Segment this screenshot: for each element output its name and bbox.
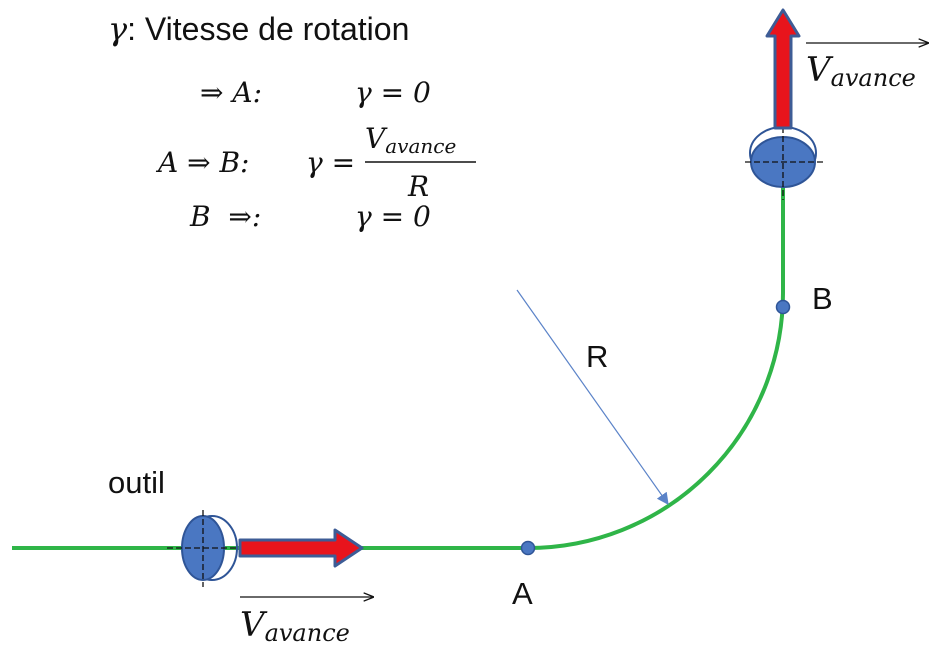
legend-row-3-eq: γ = 0 bbox=[355, 200, 431, 233]
legend-row-3-lhs: B ⇒: bbox=[189, 200, 261, 233]
feed-arrow-vertical bbox=[765, 8, 801, 130]
legend-row-1-lhs: ⇒ A: bbox=[200, 76, 262, 109]
tool-top bbox=[745, 126, 825, 200]
radius-label: R bbox=[586, 339, 608, 374]
legend-title: γ: Vitesse de rotation bbox=[108, 10, 409, 48]
legend-row-2-lhs: A ⇒ B: bbox=[155, 146, 250, 179]
velocity-label-bottom: Vavance bbox=[240, 597, 373, 647]
path-arc bbox=[527, 292, 785, 550]
legend: γ: Vitesse de rotation ⇒ A: γ = 0 A ⇒ B:… bbox=[108, 10, 476, 233]
point-a-label: A bbox=[512, 576, 533, 611]
point-b-label: B bbox=[812, 281, 833, 316]
point-a-marker bbox=[520, 540, 536, 556]
legend-row-2-numerator: Vavance bbox=[365, 122, 456, 158]
legend-row-2-denominator: R bbox=[407, 170, 429, 203]
tool-label: outil bbox=[108, 465, 165, 500]
svg-text:Vavance: Vavance bbox=[806, 50, 916, 92]
legend-row-1-eq: γ = 0 bbox=[355, 76, 431, 109]
velocity-label-top: Vavance bbox=[806, 43, 928, 92]
legend-row-2-eq-left: γ = bbox=[306, 146, 355, 179]
point-b-marker bbox=[775, 299, 791, 315]
radius-line bbox=[516, 289, 669, 505]
feed-arrow-horizontal bbox=[238, 528, 364, 568]
svg-text:Vavance: Vavance bbox=[240, 605, 350, 647]
tool-bottom bbox=[167, 510, 240, 587]
